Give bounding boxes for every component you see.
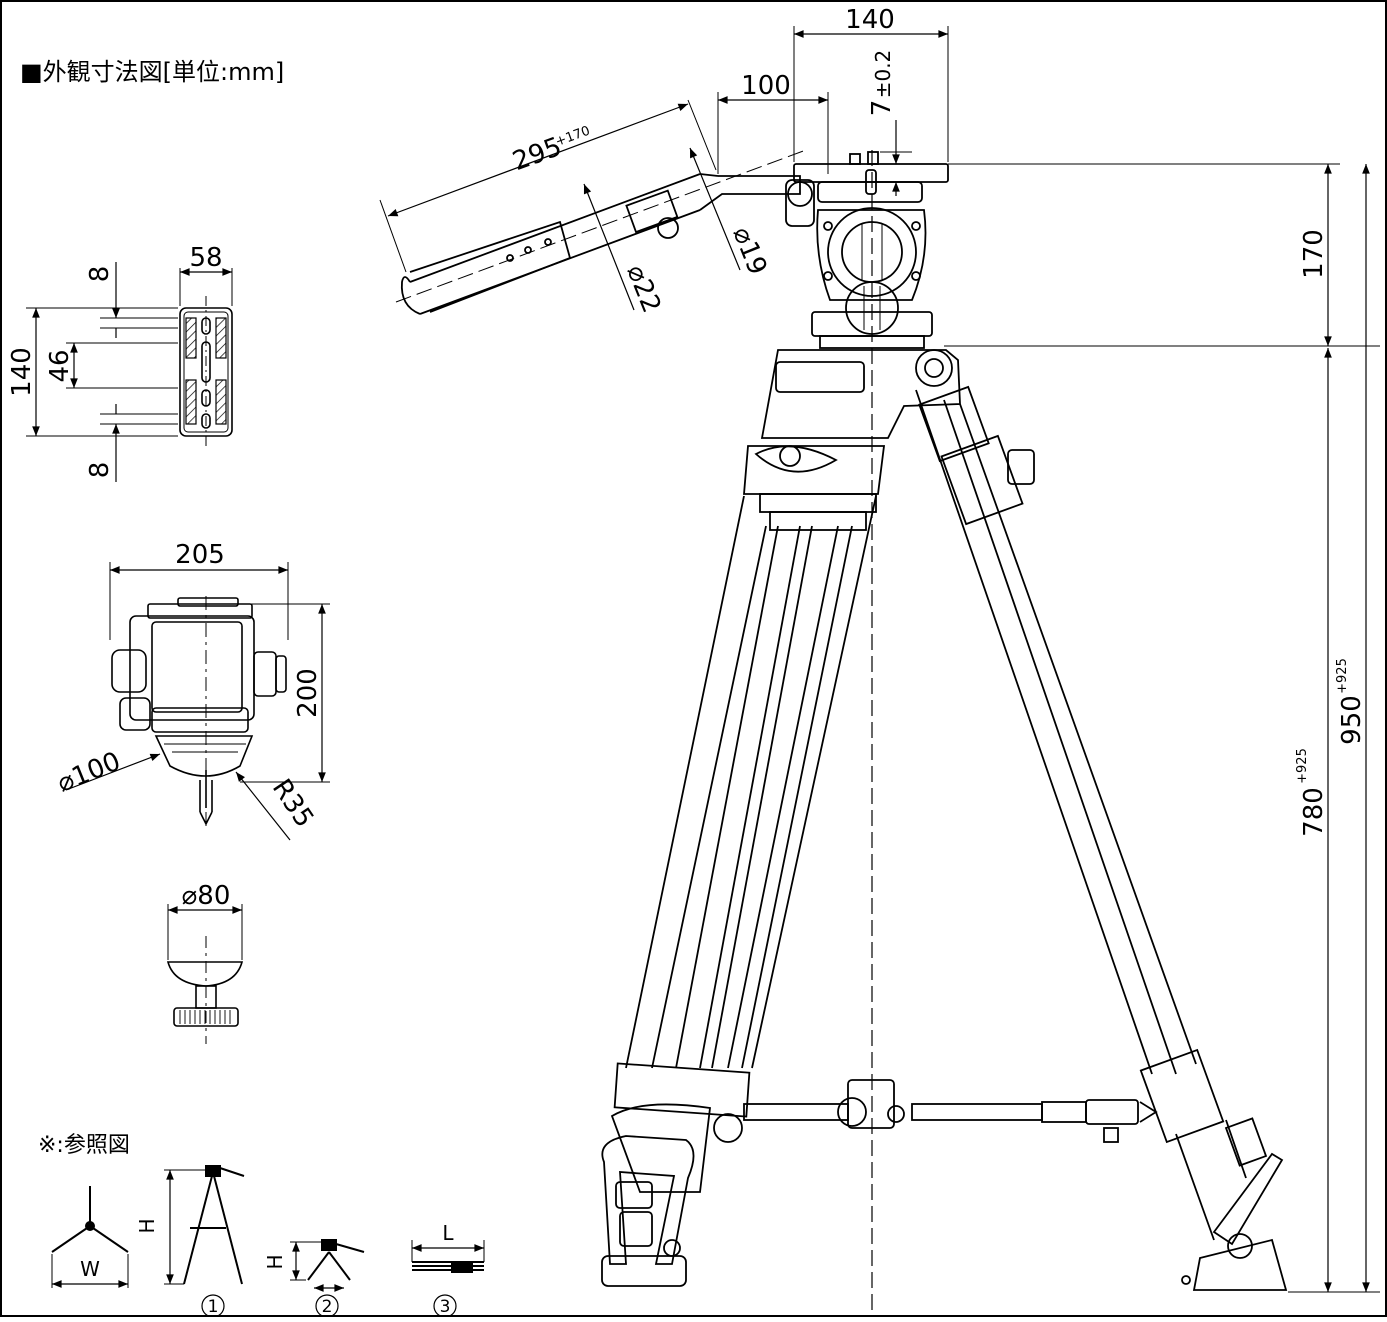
- slot-spacing-label: 46: [45, 349, 75, 382]
- head-height-label: 200: [293, 668, 323, 718]
- bowl-dia-label: ⌀100: [53, 746, 125, 798]
- leg-height-780-ext: +925: [1295, 748, 1310, 784]
- camera-plate: [793, 163, 949, 183]
- ref-fig3-number: 3: [440, 1297, 451, 1317]
- plate-thickness-dim: 7: [867, 100, 897, 117]
- page-title: ■外観寸法図[単位:mm]: [20, 58, 284, 86]
- ref-fig1-number: 1: [208, 1297, 219, 1317]
- plate-top-view: [26, 262, 233, 482]
- bowl-adapter-view: [166, 904, 244, 1044]
- plate-width-label: 58: [189, 243, 222, 273]
- end-margin-top-label: 8: [85, 266, 115, 283]
- tripod-side-view: [395, 149, 1288, 1317]
- end-margin-bottom-label: 8: [85, 462, 115, 479]
- ref-l-label: L: [442, 1221, 454, 1245]
- head-width-label: 205: [175, 540, 225, 570]
- plate-offset-dim: 100: [741, 71, 791, 101]
- ref-h2-label: H: [263, 1254, 287, 1269]
- handle-dia-22: ⌀22: [620, 261, 666, 317]
- ref-h1-label: H: [135, 1218, 159, 1233]
- bowl-radius-label: R35: [266, 774, 319, 833]
- reference-heading: ※:参照図: [38, 1133, 130, 1158]
- handle-length-ext: +170: [553, 124, 592, 150]
- head-front-view: [65, 562, 330, 841]
- leg-height-780-dim: 780: [1299, 787, 1329, 837]
- leg-height-950-ext: +925: [1335, 658, 1350, 694]
- side-view-dimensions: [379, 26, 1380, 1293]
- adapter-dia-label: ⌀80: [182, 881, 231, 911]
- reference-figures: [51, 1165, 485, 1318]
- ref-w-label: W: [80, 1257, 100, 1281]
- head-height-dim: 170: [1299, 229, 1329, 279]
- plate-width-dim: 140: [845, 5, 895, 35]
- leg-height-950-dim: 950: [1337, 695, 1367, 745]
- plate-thickness-tol: ±0.2: [871, 50, 895, 99]
- plate-length-label: 140: [7, 347, 37, 397]
- handle-dia-19: ⌀19: [726, 223, 772, 279]
- ref-fig2-number: 2: [322, 1297, 333, 1317]
